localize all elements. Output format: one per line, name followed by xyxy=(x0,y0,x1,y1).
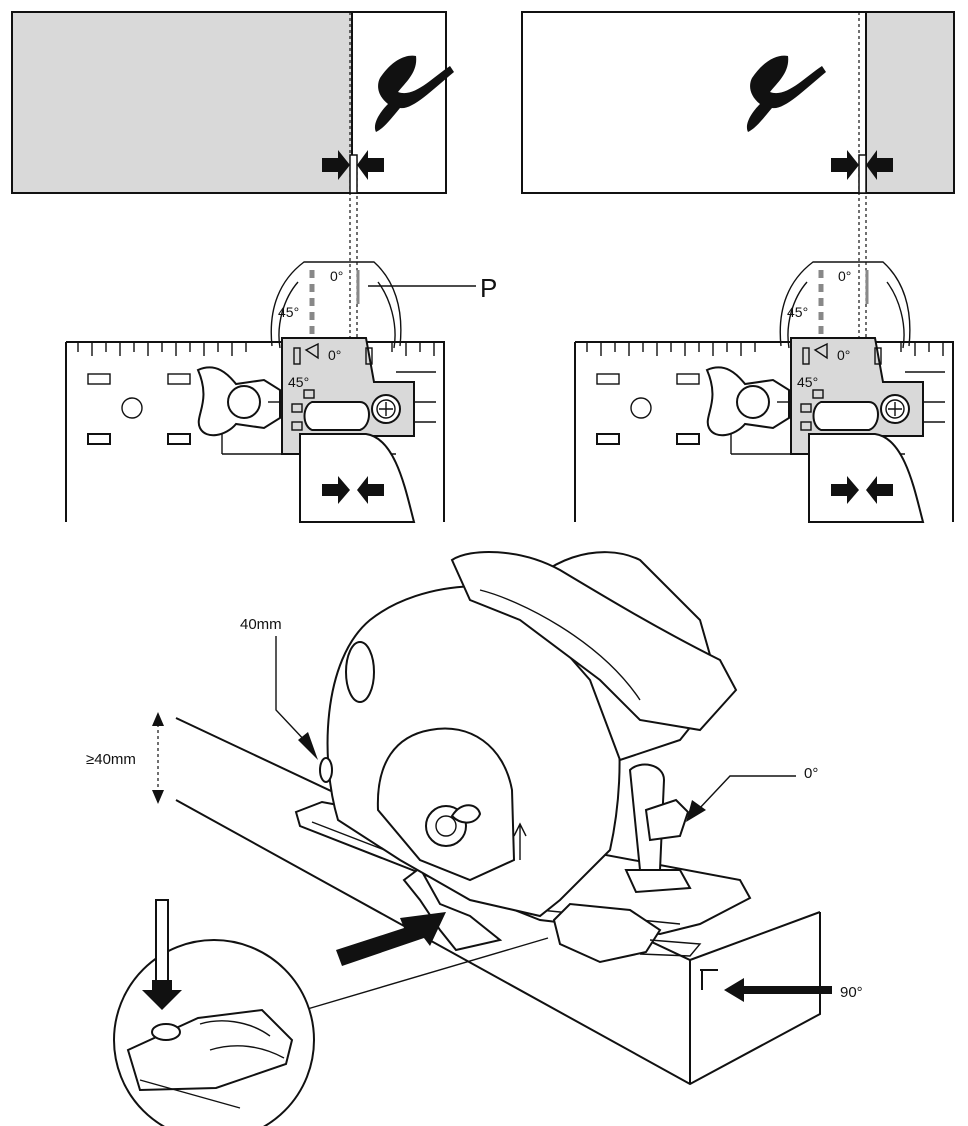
blade-hub-inner xyxy=(435,815,457,837)
saw-setup-diagram: ≥40mm 40mm 0° xyxy=(86,551,863,1126)
scale-0-plate-label: 0° xyxy=(328,347,341,363)
leader-line-0deg xyxy=(697,775,796,811)
arrow-icon xyxy=(336,912,446,966)
depth-40mm-label: 40mm xyxy=(240,616,282,633)
scale-0-top-label: 0° xyxy=(330,268,343,284)
kerf-right xyxy=(858,154,867,194)
direction-arrow-icon xyxy=(513,822,527,860)
scale-45-top-label-right: 45° xyxy=(787,304,808,320)
bevel-lock-knob xyxy=(624,869,692,894)
kerf-left xyxy=(349,154,358,194)
right-angle-mark xyxy=(700,969,718,990)
cross-mark-icon xyxy=(746,55,826,132)
motor-cap xyxy=(345,641,375,703)
arrow-icon xyxy=(357,476,384,504)
guide-scale-bar xyxy=(639,939,702,957)
saw-handle xyxy=(450,551,738,732)
arrow-icon xyxy=(152,712,164,804)
depth-knob xyxy=(319,757,333,783)
wing-nut-icon xyxy=(644,798,690,842)
min-depth-label: ≥40mm xyxy=(86,751,136,768)
blade-cutout xyxy=(376,727,516,882)
scale-45-top-label: 45° xyxy=(278,304,299,320)
workpiece-left xyxy=(521,11,867,194)
arrow-icon xyxy=(298,732,318,760)
angle-90-label: 90° xyxy=(840,984,863,1001)
arrow-icon xyxy=(724,978,832,1002)
right-cut-diagram: 0° 45° 0° 45° xyxy=(521,11,954,522)
detail-lines xyxy=(139,1020,285,1109)
guide-scale-left xyxy=(66,262,444,522)
blade-teeth xyxy=(402,866,503,952)
leader-line-40mm xyxy=(275,636,309,745)
waste-piece-left xyxy=(11,11,353,194)
angle-0-label: 0° xyxy=(804,765,818,782)
cross-mark-icon xyxy=(374,55,454,132)
handle-grip-line xyxy=(479,589,641,701)
workpiece-bottom-edge xyxy=(175,799,821,1086)
detail-leader-line xyxy=(303,937,549,1011)
arrow-icon xyxy=(831,150,859,180)
arrow-icon xyxy=(322,476,350,504)
arrow-icon xyxy=(686,800,706,822)
left-cut-diagram: 0° 45° 0° 45° P xyxy=(11,11,497,522)
arrow-icon xyxy=(866,476,893,504)
arrow-icon xyxy=(357,150,384,180)
arrow-icon xyxy=(866,150,893,180)
scale-0-top-label-right: 0° xyxy=(838,268,851,284)
guide-scale-right xyxy=(575,262,953,522)
scale-45-plate-label: 45° xyxy=(288,374,309,390)
scale-45-plate-label-right: 45° xyxy=(797,374,818,390)
guide-clamp xyxy=(552,902,662,964)
arrow-icon xyxy=(831,476,859,504)
scale-0-plate-label-right: 0° xyxy=(837,347,850,363)
arrow-icon xyxy=(322,150,350,180)
arrow-icon xyxy=(142,980,182,1010)
pointer-P-label: P xyxy=(480,273,497,303)
screw-icon xyxy=(151,1023,181,1041)
wing-nut-icon xyxy=(450,804,482,824)
